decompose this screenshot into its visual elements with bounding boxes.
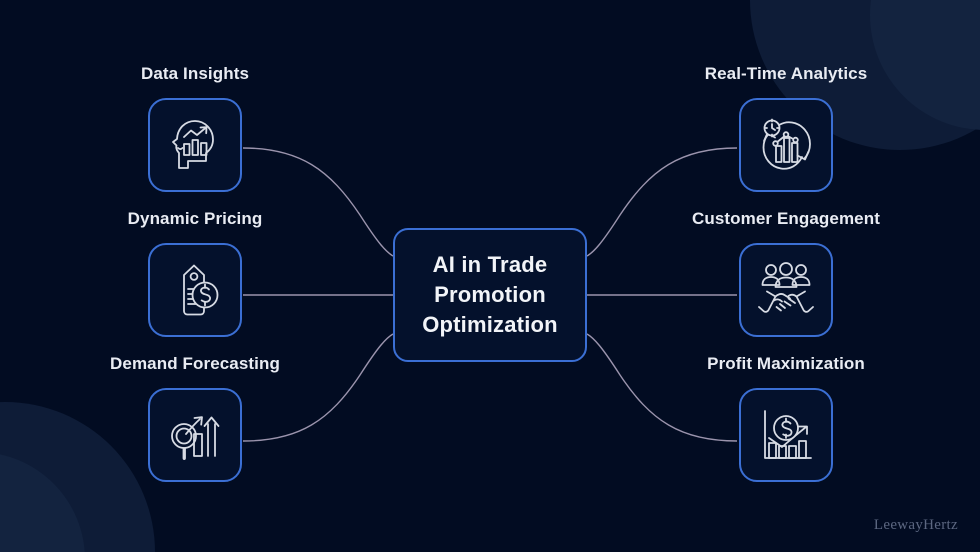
- node-tile-dynamic-pricing[interactable]: [148, 243, 242, 337]
- node-label-data-insights: Data Insights: [140, 64, 250, 83]
- node-label-demand-forecasting: Demand Forecasting: [110, 354, 280, 373]
- edge-data-insights: [242, 147, 394, 257]
- head-analytics-icon: [172, 120, 214, 169]
- node-real-time-analytics[interactable]: Real-Time Analytics: [636, 64, 936, 192]
- node-tile-real-time-analytics[interactable]: [739, 98, 833, 192]
- edge-profit-maximization: [586, 333, 738, 442]
- dollar-bar-growth-icon: [764, 410, 812, 459]
- node-tile-data-insights[interactable]: [148, 98, 242, 192]
- node-tile-demand-forecasting[interactable]: [148, 388, 242, 482]
- edge-real-time-analytics: [586, 147, 738, 257]
- node-tile-profit-maximization[interactable]: [739, 388, 833, 482]
- node-customer-engagement[interactable]: Customer Engagement: [636, 209, 936, 337]
- node-label-dynamic-pricing: Dynamic Pricing: [127, 209, 263, 228]
- realtime-clock-chart-icon: [762, 118, 811, 170]
- node-label-profit-maximization: Profit Maximization: [707, 354, 865, 373]
- watermark: LeewayHertz: [873, 517, 958, 533]
- central-node[interactable]: AI in Trade Promotion Optimization: [393, 228, 587, 362]
- edge-demand-forecasting: [242, 333, 394, 442]
- people-handshake-icon: [758, 262, 814, 313]
- central-node-title: AI in Trade Promotion Optimization: [422, 252, 558, 337]
- node-profit-maximization[interactable]: Profit Maximization: [636, 354, 936, 482]
- node-label-real-time-analytics: Real-Time Analytics: [704, 64, 868, 83]
- magnifier-growth-icon: [171, 416, 220, 460]
- node-dynamic-pricing[interactable]: Dynamic Pricing: [45, 209, 345, 337]
- price-tag-dollar-icon: [183, 264, 219, 316]
- node-tile-customer-engagement[interactable]: [739, 243, 833, 337]
- node-demand-forecasting[interactable]: Demand Forecasting: [45, 354, 345, 482]
- node-label-customer-engagement: Customer Engagement: [692, 209, 880, 228]
- node-data-insights[interactable]: Data Insights: [45, 64, 345, 192]
